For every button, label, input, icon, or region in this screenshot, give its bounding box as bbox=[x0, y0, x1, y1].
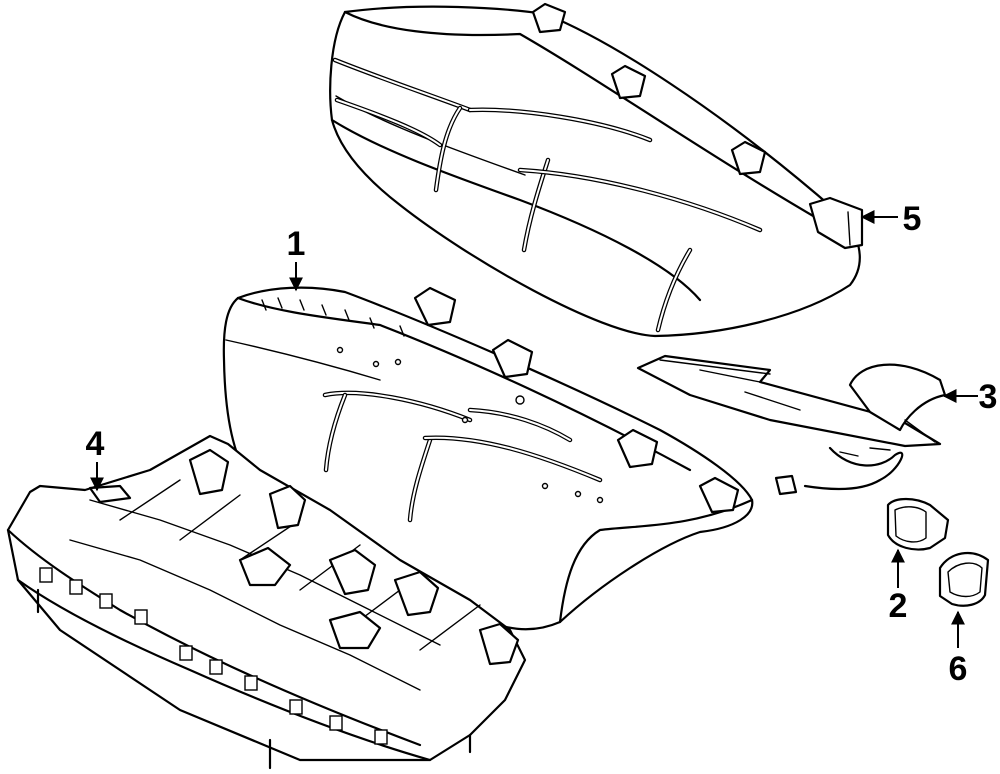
callout-6: 6 bbox=[949, 650, 968, 688]
part-4-seat-frame[interactable] bbox=[6, 434, 527, 770]
callout-3: 3 bbox=[979, 378, 998, 416]
part-5-seat-cover[interactable] bbox=[329, 2, 864, 338]
part-2-guide[interactable] bbox=[886, 497, 950, 551]
leader-lines bbox=[90, 210, 978, 648]
callout-4: 4 bbox=[86, 425, 105, 463]
part-6-guide[interactable] bbox=[938, 551, 990, 607]
part-3-seat-panel[interactable] bbox=[636, 354, 947, 496]
callout-1: 1 bbox=[287, 225, 306, 263]
callout-2: 2 bbox=[889, 587, 908, 625]
callout-5: 5 bbox=[903, 200, 922, 238]
callouts: 1 2 3 4 5 6 bbox=[86, 200, 998, 688]
